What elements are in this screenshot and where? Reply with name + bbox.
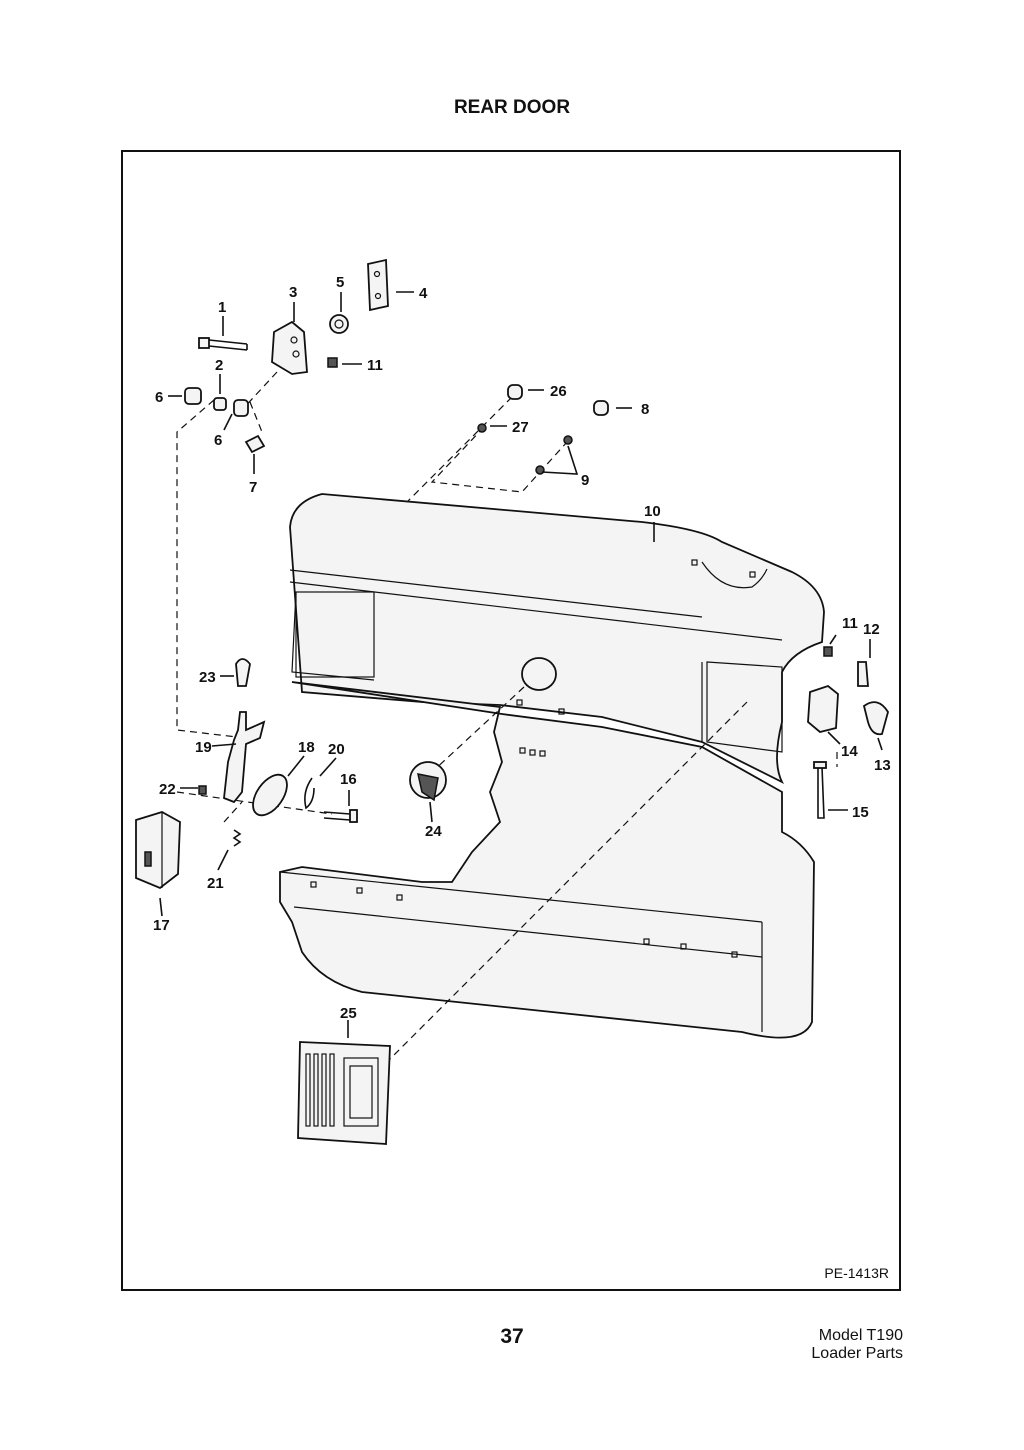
callout-13: 13: [874, 757, 891, 774]
page-number: 37: [500, 1325, 524, 1348]
callout-7: 7: [249, 479, 257, 496]
part-11-nut: [327, 357, 338, 368]
callout-4: 4: [419, 285, 428, 302]
callout-27: 27: [512, 419, 529, 436]
callout-18: 18: [298, 739, 315, 756]
part-11-nut-right: [823, 646, 833, 657]
part-22-nut: [198, 785, 207, 795]
part-5-lock-washer: [329, 314, 349, 334]
callout-20: 20: [328, 741, 345, 758]
callout-9: 9: [581, 472, 589, 489]
callout-14: 14: [841, 743, 858, 760]
part-25-vent-grille: [297, 1041, 391, 1145]
callout-3: 3: [289, 284, 297, 301]
callout-5: 5: [336, 274, 344, 291]
part-27-nut: [477, 423, 487, 433]
callout-11-right: 11: [842, 615, 858, 632]
callout-8: 8: [641, 401, 649, 418]
callout-15: 15: [852, 804, 869, 821]
drawing-id: PE-1413R: [824, 1265, 889, 1281]
part-7-bolt: [244, 434, 266, 454]
callout-6-right: 6: [214, 432, 222, 449]
part-15-pin: [813, 761, 827, 819]
callout-16: 16: [340, 771, 357, 788]
callout-17: 17: [153, 917, 170, 934]
callout-10: 10: [644, 503, 661, 520]
model-name: Model T190: [818, 1327, 903, 1344]
callout-26: 26: [550, 383, 567, 400]
page-title: REAR DOOR: [453, 97, 571, 118]
part-6-bushing-left: [184, 387, 202, 405]
part-6-bushing-right: [233, 399, 249, 417]
parts-diagram-frame: 1 3 5 4 11 2 6 6 7 26 8 27 9 10 11 12 14…: [121, 150, 901, 1291]
model-info: Model T190 Loader Parts: [811, 1327, 903, 1363]
callout-2: 2: [215, 357, 223, 374]
rear-door-panel: [279, 493, 825, 1039]
callout-leaders: [159, 291, 883, 1038]
callout-25: 25: [340, 1005, 357, 1022]
part-18-cam-plate: [252, 773, 288, 817]
part-9-nut-top: [563, 435, 573, 445]
part-19-latch-lever: [223, 711, 266, 804]
callout-11-top: 11: [367, 357, 383, 374]
callout-19: 19: [195, 739, 212, 756]
part-1-bolt: [198, 337, 248, 351]
callout-6-left: 6: [155, 389, 163, 406]
part-23-handle-knob: [235, 658, 251, 687]
part-26-bumper: [507, 384, 523, 400]
part-17-latch-housing: [135, 811, 181, 890]
part-21-spring: [232, 829, 242, 847]
part-2-spacer: [213, 397, 227, 411]
callout-24: 24: [425, 823, 442, 840]
callout-labels: 1 3 5 4 11 2 6 6 7 26 8 27 9 10 11 12 14…: [153, 274, 891, 1022]
callout-21: 21: [207, 875, 224, 892]
callout-22: 22: [159, 781, 176, 798]
callout-12: 12: [863, 621, 880, 638]
exploded-parts-diagram: 1 3 5 4 11 2 6 6 7 26 8 27 9 10 11 12 14…: [135, 258, 891, 1145]
part-14-latch-bracket: [807, 684, 839, 733]
manual-type: Loader Parts: [811, 1345, 903, 1362]
part-3-hinge-bracket: [271, 320, 308, 375]
callout-1: 1: [218, 299, 226, 316]
part-12-clip: [857, 661, 869, 687]
part-8-bumper: [593, 400, 609, 416]
part-20-spring-clip: [304, 777, 315, 810]
part-13-bumper-pad: [862, 701, 889, 736]
part-24-door-handle: [409, 761, 447, 802]
callout-23: 23: [199, 669, 216, 686]
part-4-hinge-plate: [367, 258, 389, 312]
part-16-bolt: [323, 809, 358, 823]
